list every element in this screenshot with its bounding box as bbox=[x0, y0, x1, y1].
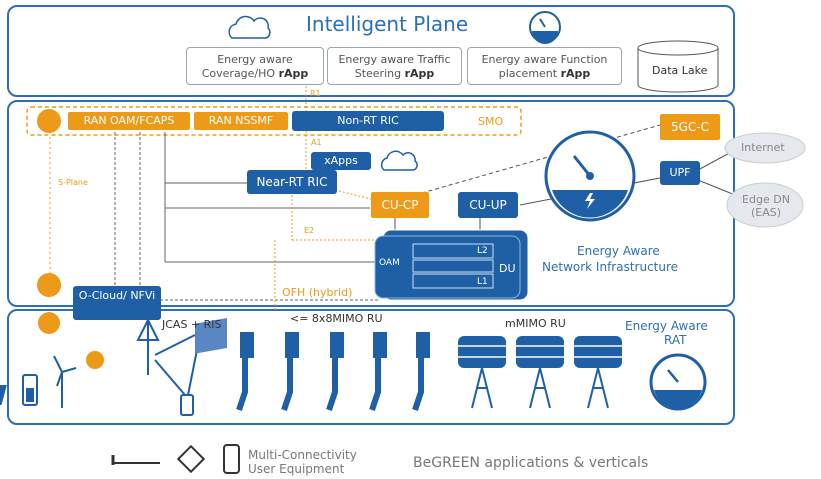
s-plane-label: S-Plane bbox=[58, 178, 88, 187]
rapp-line1: Energy aware Traffic bbox=[338, 53, 451, 66]
ran-oam-fcaps-box: RAN OAM/FCAPS bbox=[68, 112, 190, 130]
ea-infra-line1: Energy Aware bbox=[577, 244, 660, 258]
begreen-label: BeGREEN applications & verticals bbox=[413, 455, 649, 471]
near-rt-ric-box: Near-RT RIC bbox=[247, 170, 337, 194]
rapp-line2: placement bbox=[498, 67, 561, 80]
o-cloud-nfvi-box: O-Cloud/ NFVi bbox=[73, 286, 161, 320]
ofh-label: OFH (hybrid) bbox=[282, 286, 353, 299]
ea-rat-line2: RAT bbox=[664, 333, 687, 347]
rapp-line1: Energy aware bbox=[217, 53, 293, 66]
l2-label: L2 bbox=[477, 246, 488, 256]
rapp-bold: rApp bbox=[278, 67, 309, 80]
non-rt-ric-box: Non-RT RIC bbox=[292, 111, 444, 131]
ue-label-line1: Multi-Connectivity bbox=[248, 448, 357, 462]
edge-dn-label: Edge DN (EAS) bbox=[742, 193, 790, 219]
oam-label: OAM bbox=[379, 258, 400, 268]
rapp-bold: rApp bbox=[404, 67, 435, 80]
a1-label: A1 bbox=[311, 138, 322, 147]
r1-label: R1 bbox=[310, 89, 321, 98]
rapp-line2: Steering bbox=[354, 67, 405, 80]
rapp-traffic-steering: Energy aware Traffic Steering rApp bbox=[327, 47, 462, 85]
rapp-line1: Energy aware Function bbox=[481, 53, 608, 66]
e2-label: E2 bbox=[304, 226, 315, 235]
mimo-ru-label: <= 8x8MIMO RU bbox=[290, 312, 383, 325]
jcas-ris-label: JCAS + RIS bbox=[162, 318, 222, 331]
intelligent-plane-title: Intelligent Plane bbox=[306, 12, 469, 36]
ran-nssmf-box: RAN NSSMF bbox=[194, 112, 288, 130]
rapp-line2: Coverage/HO bbox=[201, 67, 279, 80]
upf-box: UPF bbox=[660, 161, 700, 185]
rapp-coverage-ho: Energy aware Coverage/HO rApp bbox=[186, 47, 324, 85]
l1-label: L1 bbox=[477, 277, 488, 287]
ue-label-line2: User Equipment bbox=[248, 462, 345, 476]
cu-cp-box: CU-CP bbox=[371, 192, 429, 218]
rapp-function-placement: Energy aware Function placement rApp bbox=[467, 47, 622, 85]
ea-rat-line1: Energy Aware bbox=[625, 319, 708, 333]
smo-label: SMO bbox=[478, 115, 504, 128]
cu-up-box: CU-UP bbox=[458, 192, 518, 218]
rapp-bold: rApp bbox=[560, 67, 591, 80]
data-lake-label: Data Lake bbox=[652, 64, 708, 77]
internet-label: Internet bbox=[741, 141, 785, 154]
xapps-box: xApps bbox=[311, 152, 371, 170]
mmimo-ru-label: mMIMO RU bbox=[505, 317, 566, 330]
du-label: DU bbox=[499, 262, 516, 275]
o-cloud-label: O-Cloud/ NFVi bbox=[78, 289, 156, 302]
ea-infra-line2: Network Infrastructure bbox=[542, 260, 679, 274]
5gc-c-box: 5GC-C bbox=[660, 114, 720, 140]
